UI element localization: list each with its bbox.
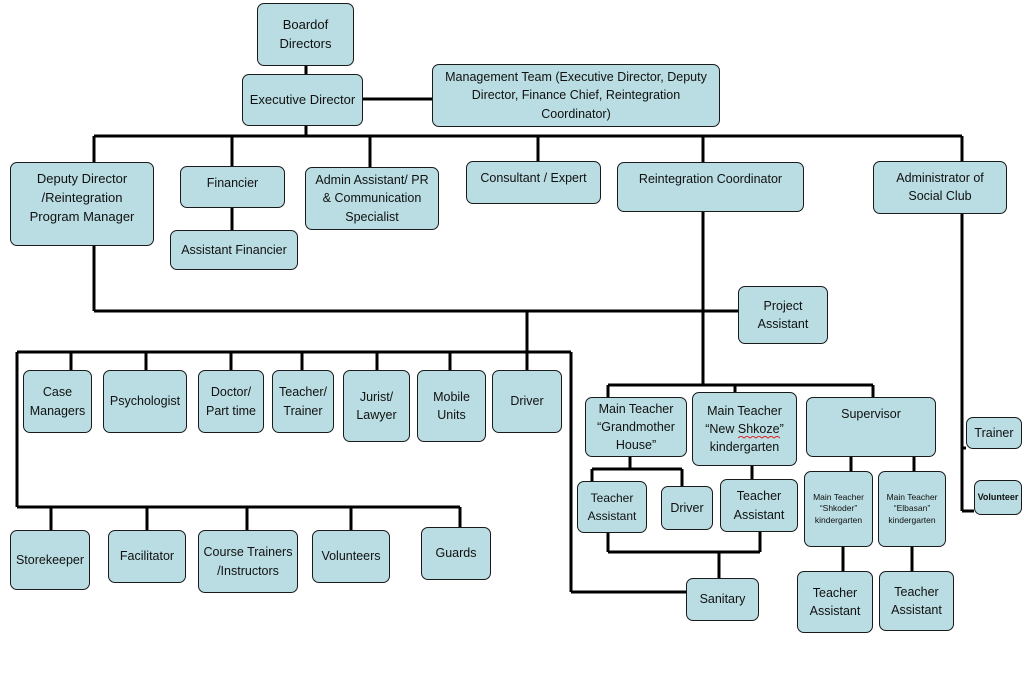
node-course-trainers: Course Trainers /Instructors xyxy=(198,530,298,593)
node-teacher-assistant: Teacher Assistant xyxy=(577,481,647,533)
node-supervisor: Supervisor xyxy=(806,397,936,457)
node-assistant-financier: Assistant Financier xyxy=(170,230,298,270)
node-main-teacher-elbasan: Main Teacher “Elbasan” kindergarten xyxy=(878,471,946,547)
node-teacher-trainer: Teacher/ Trainer xyxy=(272,370,334,433)
node-case-managers: Case Managers xyxy=(23,370,92,433)
main-teacher-new-shkoze-line3: kindergarten xyxy=(709,440,780,455)
node-main-teacher-shkoder: Main Teacher “Shkoder” kindergarten xyxy=(804,471,873,547)
node-main-teacher-grandmother-house: Main Teacher “Grandmother House” xyxy=(585,397,687,457)
node-deputy-director: Deputy Director /Reintegration Program M… xyxy=(10,162,154,246)
node-main-teacher-new-shkoze: Main Teacher “New Shkoze” kindergarten xyxy=(692,392,797,466)
node-doctor-part-time: Doctor/ Part time xyxy=(198,370,264,433)
node-storekeeper: Storekeeper xyxy=(10,530,90,590)
misspelled-word: Shkoze xyxy=(737,420,781,439)
text-fragment: ” xyxy=(779,421,784,436)
node-psychologist: Psychologist xyxy=(103,370,187,433)
main-teacher-new-shkoze-line1: Main Teacher xyxy=(707,403,782,418)
node-guards: Guards xyxy=(421,527,491,580)
node-teacher-assistant-4: Teacher Assistant xyxy=(879,571,954,631)
node-jurist-lawyer: Jurist/ Lawyer xyxy=(343,370,410,442)
node-volunteers: Volunteers xyxy=(312,530,390,583)
node-teacher-assistant-2: Teacher Assistant xyxy=(720,479,798,532)
node-administrator-social-club: Administrator of Social Club xyxy=(873,161,1007,214)
node-driver: Driver xyxy=(492,370,562,433)
spellcheck-underline xyxy=(737,436,781,439)
text-fragment: “New xyxy=(705,421,738,436)
node-volunteer: Volunteer xyxy=(974,480,1022,515)
node-consultant-expert: Consultant / Expert xyxy=(466,161,601,204)
node-facilitator: Facilitator xyxy=(108,530,186,583)
node-executive-director: Executive Director xyxy=(242,74,363,126)
node-driver-2: Driver xyxy=(661,486,713,530)
text-fragment: Shkoze xyxy=(737,421,780,436)
node-sanitary: Sanitary xyxy=(686,578,759,621)
node-trainer: Trainer xyxy=(966,417,1022,449)
node-admin-assistant: Admin Assistant/ PR & Communication Spec… xyxy=(305,167,439,230)
main-teacher-new-shkoze-line2: “New Shkoze” xyxy=(705,420,784,439)
node-teacher-assistant-3: Teacher Assistant xyxy=(797,571,873,633)
node-reintegration-coordinator: Reintegration Coordinator xyxy=(617,162,804,212)
node-financier: Financier xyxy=(180,166,285,208)
node-board-of-directors: Boardof Directors xyxy=(257,3,354,66)
node-mobile-units: Mobile Units xyxy=(417,370,486,442)
node-management-team: Management Team (Executive Director, Dep… xyxy=(432,64,720,127)
node-project-assistant: Project Assistant xyxy=(738,286,828,344)
